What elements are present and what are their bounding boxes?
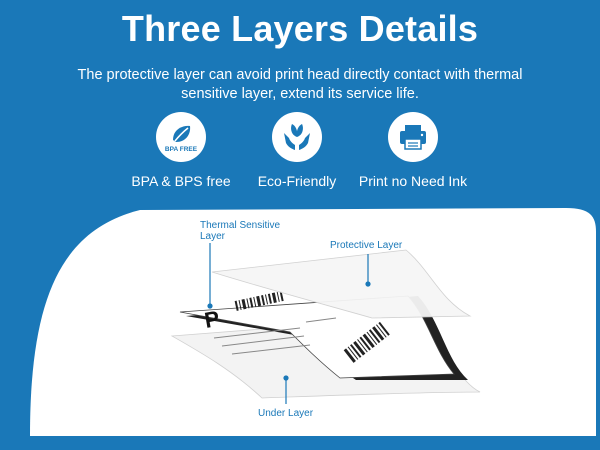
postage-mark: P bbox=[203, 306, 222, 333]
protective-layer bbox=[211, 249, 472, 319]
printer-icon bbox=[388, 112, 438, 162]
bpa-free-icon-text: BPA FREE bbox=[165, 146, 198, 153]
thermal-sensitive-layer-label: Thermal Sensitive Layer bbox=[200, 220, 281, 242]
tracking-barcode-side bbox=[343, 321, 390, 363]
tracking-barcode-top bbox=[234, 291, 284, 311]
feature-label: BPA & BPS free bbox=[131, 173, 231, 189]
feature-bpa-free: BPA FREE BPA & BPS free bbox=[106, 112, 256, 189]
hands-leaf-icon bbox=[272, 112, 322, 162]
feature-label: Eco-Friendly bbox=[257, 173, 337, 189]
feature-print-no-ink: Print no Need Ink bbox=[338, 112, 488, 189]
protective-layer-label: Protective Layer bbox=[330, 240, 403, 251]
feature-label: Print no Need Ink bbox=[358, 173, 468, 189]
page-title: Three Layers Details bbox=[121, 8, 479, 49]
under-layer-label: Under Layer bbox=[258, 408, 314, 419]
page-subtitle: The protective layer can avoid print hea… bbox=[77, 67, 523, 102]
feature-eco-friendly: Eco-Friendly bbox=[222, 112, 372, 189]
annotation-pointers bbox=[207, 243, 371, 404]
bpa-free-leaf-icon: BPA FREE bbox=[156, 112, 206, 162]
